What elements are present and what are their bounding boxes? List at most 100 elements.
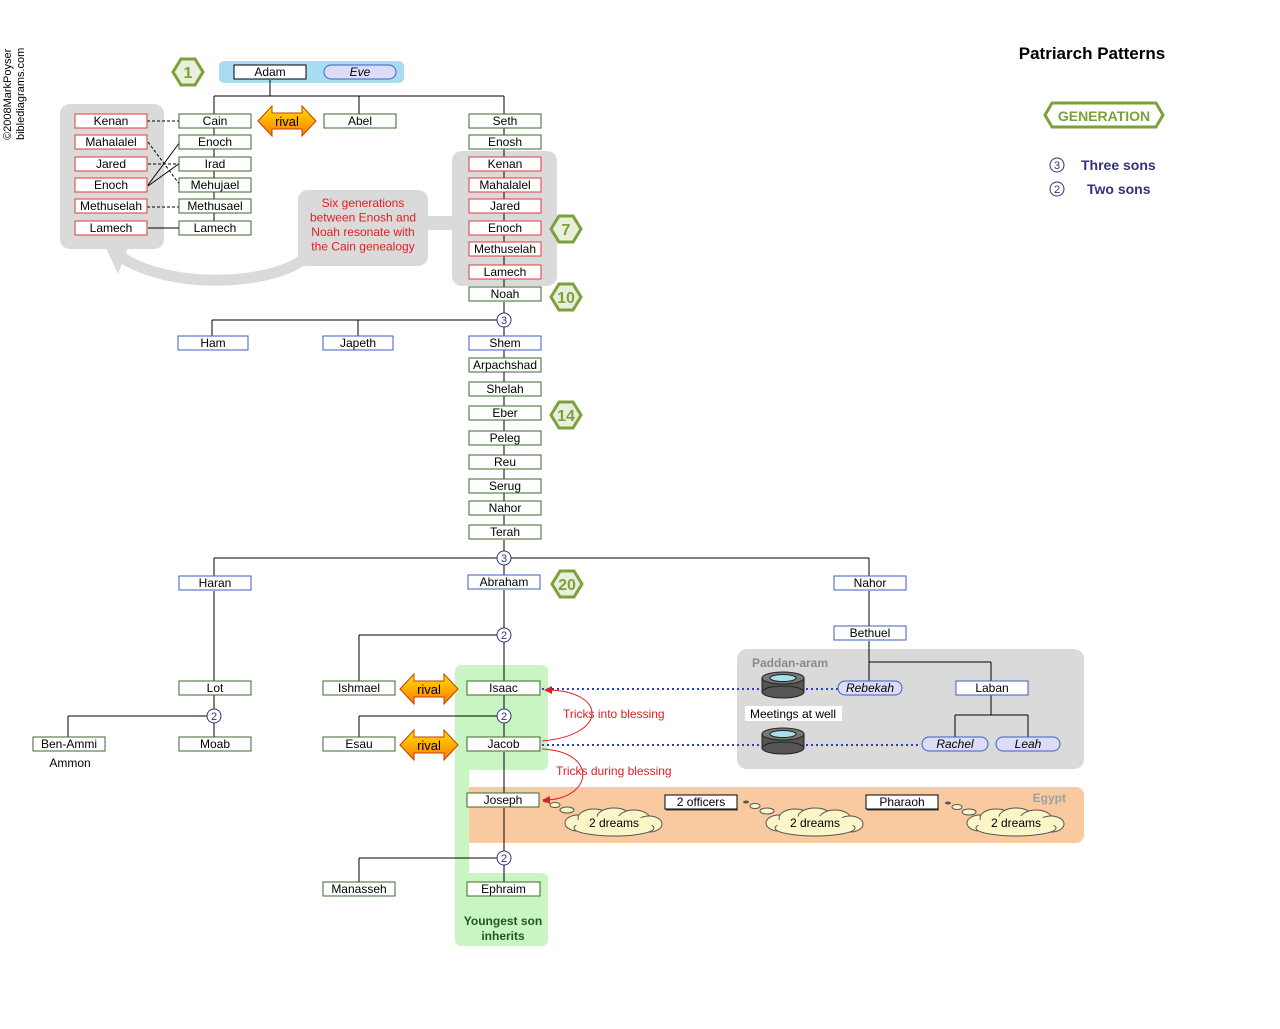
node-label-irad: Irad: [205, 157, 226, 171]
node-label-eber: Eber: [492, 406, 517, 420]
node-bethuel: [833, 625, 907, 641]
rival-ishmael-isaac-label: rival: [417, 682, 441, 697]
node-joseph: [466, 792, 540, 808]
node-label-ham: Ham: [200, 336, 225, 350]
node-serug: [468, 478, 542, 494]
node-shem: [468, 335, 542, 351]
thought-bubble: [743, 800, 749, 804]
node-reu: [468, 454, 542, 470]
node-label-laban: Laban: [975, 681, 1008, 695]
node-irad: [178, 156, 252, 172]
node-label-eve: Eve: [350, 65, 371, 79]
node-abraham: [467, 574, 541, 590]
node-adam: [233, 64, 307, 80]
node-label-reu: Reu: [494, 455, 516, 469]
website-text: biblediagrams.com: [15, 47, 27, 140]
node-label-jared: Jared: [490, 199, 520, 213]
well-rebekah-base: [761, 685, 805, 699]
youngest-son-label-2: inherits: [481, 929, 525, 943]
generation-hex-14: [549, 400, 583, 430]
dream-cloud-joseph: [564, 807, 663, 837]
thought-bubble: [749, 803, 761, 809]
legend-three-sons-label: Three sons: [1081, 157, 1156, 173]
node-label-mahalalel: Mahalalel: [479, 178, 530, 192]
node-haran: [178, 575, 252, 591]
node-mehujael: [178, 177, 252, 193]
dream-cloud-pharaoh: [966, 807, 1065, 837]
node-label-ben-ammi: Ben-Ammi: [41, 737, 97, 751]
resonance-arrow: [112, 249, 314, 286]
legend-three-sons-marker: [1049, 157, 1065, 173]
node-esau: [322, 736, 396, 752]
well-rebekah-water: [769, 674, 797, 682]
egypt-label: Egypt: [1033, 791, 1066, 805]
node-label-adam: Adam: [254, 65, 285, 79]
rival-esau-jacob: [399, 728, 459, 762]
node-eber: [468, 405, 542, 421]
sons-marker-noah: [496, 312, 512, 328]
node-label-left-kenan: Kenan: [94, 114, 129, 128]
node-laban: [955, 680, 1029, 696]
dream-cloud-joseph-label: 2 dreams: [589, 816, 639, 830]
thought-bubble: [961, 808, 977, 816]
dream-cloud-officers: [765, 807, 864, 837]
thought-bubble: [559, 806, 575, 814]
well-rachel-water: [769, 730, 797, 738]
node-lamech: [468, 264, 542, 280]
node-label-shelah: Shelah: [486, 382, 523, 396]
thought-bubble: [951, 804, 963, 810]
node-left-methuselah: [74, 198, 148, 214]
sons-marker-lot-label: 2: [211, 711, 217, 723]
six-generations-line: Noah resonate with: [311, 225, 414, 239]
node-label-nahor2: Nahor: [854, 576, 887, 590]
thought-bubble: [945, 801, 951, 805]
tricks-into-blessing-label: Tricks into blessing: [563, 707, 665, 721]
sons-marker-joseph: [496, 850, 512, 866]
node-label-kenan: Kenan: [488, 157, 523, 171]
credit: ©2008MarkPoyser biblediagrams.com: [2, 48, 28, 140]
paddan-aram-group: [737, 649, 1084, 769]
node-label-joseph: Joseph: [484, 793, 523, 807]
legend-generation-label: GENERATION: [1058, 108, 1150, 124]
node-eve: [323, 64, 397, 80]
node-lot: [178, 680, 252, 696]
dream-cloud-pharaoh-label: 2 dreams: [991, 816, 1041, 830]
node-left-enoch: [74, 177, 148, 193]
thought-bubble: [759, 807, 775, 815]
node-nahor2: [833, 575, 907, 591]
node-enosh: [468, 134, 542, 150]
node-jacob: [466, 736, 541, 752]
node-label-pharaoh: Pharaoh: [879, 795, 924, 809]
sons-marker-isaac-label: 2: [501, 711, 507, 723]
node-label-jacob: Jacob: [487, 737, 519, 751]
page-title: Patriarch Patterns: [1019, 44, 1165, 63]
generation-hex-10-label: 10: [557, 290, 575, 307]
node-arpachshad: [468, 357, 542, 373]
sons-marker-isaac: [496, 708, 512, 724]
node-label-leah: Leah: [1015, 737, 1042, 751]
green-joseph-stem: [455, 760, 469, 880]
resonance-arrowhead: [105, 246, 128, 274]
node-pharaoh: [865, 794, 939, 810]
generation-hex-1: [171, 57, 205, 87]
node-label-japeth: Japeth: [340, 336, 376, 350]
generation-hex-14-label: 14: [557, 408, 575, 425]
node-ben-ammi: [32, 736, 106, 752]
rival-esau-jacob-label: rival: [417, 738, 441, 753]
node-rachel: [921, 736, 989, 752]
node-label-mehujael: Mehujael: [191, 178, 240, 192]
node-label-left-methuselah: Methuselah: [80, 199, 142, 213]
node-abel: [323, 113, 397, 129]
cloud-core: [574, 816, 654, 830]
node-leah: [995, 736, 1061, 752]
node-label-arpachshad: Arpachshad: [473, 358, 537, 372]
node-label-enosh: Enosh: [488, 135, 522, 149]
callout-bridge: [428, 216, 454, 230]
node-label-two-officers: 2 officers: [677, 795, 725, 809]
node-peleg: [468, 430, 542, 446]
node-label-lamech: Lamech: [484, 265, 527, 279]
node-mahalalel: [468, 177, 542, 193]
node-nahor: [468, 500, 542, 516]
dream-cloud-officers-label: 2 dreams: [790, 816, 840, 830]
